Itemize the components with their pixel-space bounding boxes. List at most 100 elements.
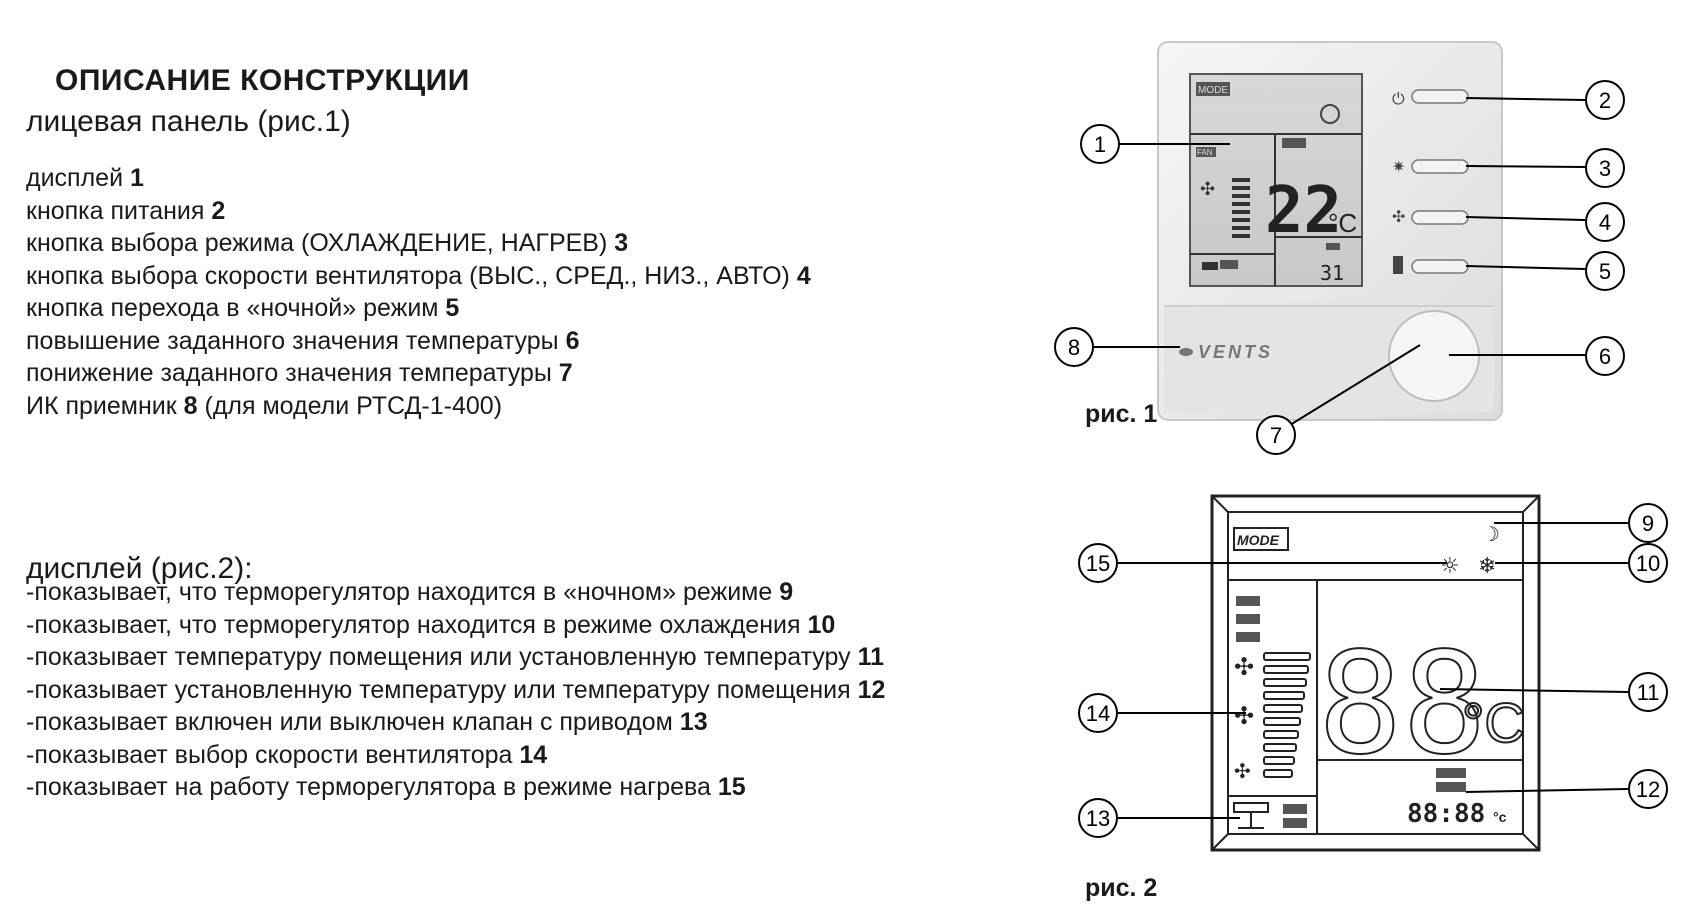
- svg-text:4: 4: [1599, 210, 1611, 235]
- fig1-temp-digits: 22: [1265, 174, 1342, 248]
- fig2-callout-10: 10: [1628, 543, 1668, 583]
- fig1-fan-icon: ✣: [1200, 179, 1215, 200]
- front-panel-item: понижение заданного значения температуры…: [26, 357, 811, 390]
- fan-speed-icon: ✣: [1392, 207, 1405, 226]
- speed-indicator-mid: [1236, 614, 1260, 624]
- svg-text:13: 13: [1086, 806, 1110, 831]
- fig1-fan-bars: [1232, 178, 1250, 238]
- fan-icon-low: ✣: [1234, 759, 1251, 783]
- fig1-small-value: 31: [1320, 261, 1344, 285]
- fig2-callout-9: 9: [1628, 503, 1668, 543]
- front-panel-item: кнопка перехода в «ночной» режим 5: [26, 292, 811, 325]
- display-item-number: 11: [857, 643, 885, 671]
- front-panel-item-text: ИК приемник: [26, 391, 184, 420]
- display-item: -показывает температуру помещения или ус…: [26, 641, 885, 674]
- front-panel-item-text: кнопка питания: [26, 196, 212, 225]
- speed-indicator-high: [1236, 596, 1260, 606]
- display-item-text: -показывает установленную температуру ил…: [26, 675, 858, 704]
- svg-text:11: 11: [1637, 680, 1660, 705]
- front-panel-item: дисплей 1: [26, 162, 811, 195]
- page-heading: ОПИСАНИЕ КОНСТРУКЦИИ: [55, 64, 470, 97]
- display-item-number: 14: [519, 740, 548, 769]
- front-panel-item-number: 7: [558, 359, 573, 387]
- night-mode-button: [1411, 259, 1469, 274]
- big-temp-unit: °C: [1462, 691, 1525, 754]
- svg-text:8: 8: [1068, 335, 1080, 360]
- front-panel-title: лицевая панель (рис.1): [26, 105, 351, 138]
- mode-button: [1411, 159, 1469, 174]
- front-panel-item: ИК приемник 8 (для модели РТСД-1-400): [26, 390, 811, 423]
- small-time-digits: 88:88: [1407, 799, 1485, 829]
- fig2-callout-lines: [1117, 522, 1629, 819]
- display-item-number: 9: [779, 578, 794, 606]
- front-panel-item-suffix: (для модели РТСД-1-400): [197, 391, 503, 420]
- front-panel-item-text: повышение заданного значения температуры: [26, 326, 566, 355]
- front-panel-item-number: 1: [130, 164, 144, 192]
- display-item-text: -показывает выбор скорости вентилятора: [26, 740, 520, 769]
- fig2-caption: рис. 2: [1085, 874, 1158, 902]
- mode-sun-icon: ✷: [1392, 157, 1405, 176]
- fig1-lcd: MODE FAN ✣ 22 °C 31: [1189, 73, 1363, 287]
- svg-text:12: 12: [1636, 777, 1660, 802]
- display-item-text: -показывает, что терморегулятор находитс…: [26, 610, 808, 639]
- display-item-text: -показывает на работу терморегулятора в …: [26, 773, 718, 801]
- front-panel-item-text: дисплей: [26, 164, 130, 192]
- speed-indicator-low: [1236, 632, 1260, 642]
- fig1-caption: рис. 1: [1085, 400, 1158, 428]
- fig2-callout-11: 11: [1628, 672, 1668, 712]
- fig1-callout-6: 6: [1585, 336, 1625, 376]
- front-panel-item-text: понижение заданного значения температуры: [26, 359, 559, 387]
- display-item: -показывает выбор скорости вентилятора 1…: [26, 739, 885, 772]
- svg-text:3: 3: [1599, 156, 1611, 181]
- moon-icon: ☽: [1482, 522, 1500, 546]
- fig2-callout-14: 14: [1078, 693, 1118, 733]
- svg-text:6: 6: [1599, 344, 1611, 369]
- fig2-callout-13: 13: [1078, 798, 1118, 838]
- fan-speed-bars: [1263, 652, 1311, 778]
- front-panel-item: кнопка выбора режима (ОХЛАЖДЕНИЕ, НАГРЕВ…: [26, 227, 811, 260]
- fig2-callouts: 9 10 11 12 13 14 15: [1078, 503, 1668, 838]
- fig1-callout-2: 2: [1585, 80, 1625, 120]
- display-item-text: -показывает температуру помещения или ус…: [26, 643, 858, 671]
- fan-icon-mid: ✣: [1234, 702, 1254, 730]
- front-panel-item-number: 4: [796, 261, 811, 290]
- svg-text:5: 5: [1599, 259, 1611, 284]
- svg-text:2: 2: [1599, 88, 1611, 113]
- display-item-number: 10: [807, 610, 836, 639]
- front-panel-item-number: 6: [565, 326, 580, 355]
- fig1-fan-label: FAN: [1197, 148, 1213, 157]
- fig1-callout-3: 3: [1585, 148, 1625, 188]
- fig1-callout-4: 4: [1585, 202, 1625, 242]
- svg-text:9: 9: [1642, 511, 1654, 536]
- fan-icon-high: ✣: [1234, 653, 1254, 681]
- snowflake-icon: ❄: [1478, 554, 1496, 579]
- fig1-mode-label: MODE: [1198, 85, 1228, 96]
- display-item: -показывает включен или выключен клапан …: [26, 706, 885, 739]
- fig1-callout-1: 1: [1080, 124, 1120, 164]
- power-icon: ⏻: [1392, 89, 1405, 108]
- fig1-callout-7: 7: [1256, 415, 1296, 455]
- fig2-mode-label: MODE: [1237, 532, 1280, 548]
- fan-speed-button: [1411, 210, 1469, 225]
- fig1-temp-unit: °C: [1328, 208, 1357, 238]
- display-title: дисплей (рис.2):: [26, 552, 253, 585]
- valve-icon: [1233, 802, 1269, 829]
- fig2-callout-15: 15: [1078, 543, 1118, 583]
- front-panel-item: кнопка питания 2: [26, 195, 811, 228]
- heat-sun-icon: ☼: [1440, 554, 1460, 579]
- small-time-unit: °c: [1493, 809, 1507, 825]
- front-panel-item-text: кнопка выбора режима (ОХЛАЖДЕНИЕ, НАГРЕВ…: [26, 229, 615, 257]
- display-item-number: 12: [857, 675, 886, 704]
- fig2-callout-12: 12: [1628, 769, 1668, 809]
- display-item-number: 13: [679, 708, 708, 736]
- display-item-text: -показывает, что терморегулятор находитс…: [26, 578, 780, 606]
- ir-receiver: [1179, 348, 1193, 356]
- front-panel-item: повышение заданного значения температуры…: [26, 325, 811, 358]
- display-item: -показывает установленную температуру ил…: [26, 674, 885, 707]
- power-button: [1411, 89, 1469, 104]
- front-panel-item: кнопка выбора скорости вентилятора (ВЫС.…: [26, 260, 811, 293]
- svg-text:1: 1: [1094, 132, 1106, 157]
- front-panel-item-number: 5: [445, 294, 460, 322]
